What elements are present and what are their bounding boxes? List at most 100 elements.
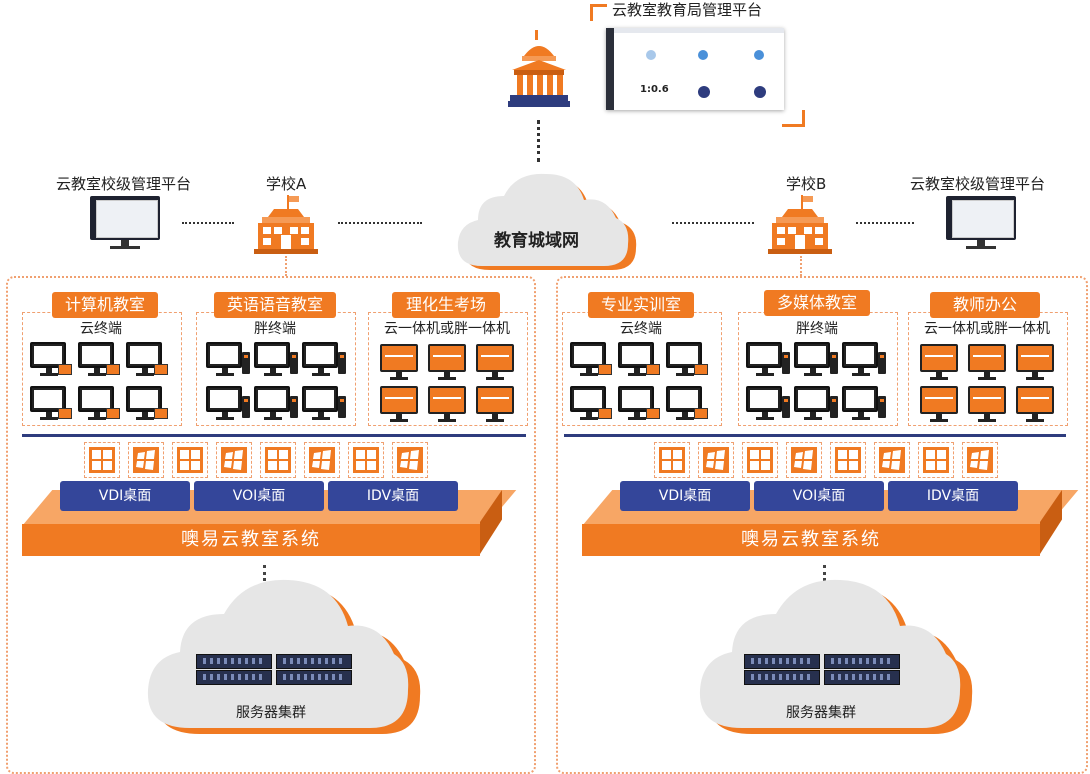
windows-logo-icon bbox=[654, 442, 690, 478]
all-in-one-pc-icon bbox=[476, 344, 514, 380]
windows-logo-icon bbox=[172, 442, 208, 478]
dashboard-pie-chart-icon bbox=[698, 86, 710, 98]
school-b-server-label: 服务器集群 bbox=[786, 705, 856, 721]
bureau-dashboard-screenshot[interactable]: 1:0.6 bbox=[606, 28, 784, 110]
pc-tower-icon bbox=[830, 352, 838, 374]
thin-client-box-icon bbox=[694, 408, 708, 419]
monitor-icon bbox=[570, 342, 606, 376]
school-platform-b-monitor-icon[interactable] bbox=[946, 196, 1016, 250]
school-a-vm-tiles bbox=[84, 442, 428, 482]
thin-client-box-icon bbox=[106, 364, 120, 375]
server-unit-icon bbox=[276, 654, 352, 669]
thin-client-box-icon bbox=[58, 364, 72, 375]
dashboard-ratio: 1:0.6 bbox=[640, 84, 669, 95]
all-in-one-pc-icon bbox=[476, 386, 514, 422]
link-school-b-to-platform-b bbox=[856, 222, 914, 224]
pc-tower-icon bbox=[290, 396, 298, 418]
windows-logo-icon bbox=[874, 442, 910, 478]
windows-logo-icon bbox=[128, 442, 164, 478]
all-in-one-pc-icon bbox=[968, 386, 1006, 422]
room-computer-lab-title: 计算机教室 bbox=[52, 292, 158, 318]
room-science-exam-title: 理化生考场 bbox=[392, 292, 500, 318]
monitor-icon bbox=[666, 386, 702, 420]
windows-logo-icon bbox=[348, 442, 384, 478]
room-english-lab-title: 英语语音教室 bbox=[214, 292, 336, 318]
school-a-voi-desktop[interactable]: VOI桌面 bbox=[194, 481, 324, 511]
monitor-icon bbox=[254, 386, 290, 420]
monitor-icon bbox=[126, 386, 162, 420]
pc-tower-icon bbox=[242, 352, 250, 374]
monitor-icon bbox=[78, 386, 114, 420]
windows-logo-icon bbox=[830, 442, 866, 478]
server-unit-icon bbox=[824, 654, 900, 669]
thin-client-box-icon bbox=[646, 364, 660, 375]
room-teacher-office-device: 云一体机或胖一体机 bbox=[924, 321, 1050, 337]
school-b-voi-desktop[interactable]: VOI桌面 bbox=[754, 481, 884, 511]
link-school-a-to-network bbox=[338, 222, 422, 224]
metro-network-cloud-icon bbox=[452, 170, 640, 276]
all-in-one-pc-icon bbox=[1016, 344, 1054, 380]
monitor-icon bbox=[842, 342, 878, 376]
room-vocational-lab-device: 云终端 bbox=[620, 321, 662, 337]
thin-client-box-icon bbox=[646, 408, 660, 419]
monitor-icon bbox=[794, 342, 830, 376]
room-computer-lab-device: 云终端 bbox=[80, 321, 122, 337]
windows-logo-icon bbox=[962, 442, 998, 478]
school-platform-b-label: 云教室校级管理平台 bbox=[910, 175, 1046, 193]
all-in-one-pc-icon bbox=[920, 386, 958, 422]
link-school-b-down bbox=[800, 256, 802, 276]
monitor-icon bbox=[618, 386, 654, 420]
dashboard-pie-chart-icon bbox=[754, 50, 764, 60]
monitor-icon bbox=[254, 342, 290, 376]
link-network-to-school-b bbox=[672, 222, 754, 224]
school-b-vm-tiles bbox=[654, 442, 998, 482]
monitor-icon bbox=[302, 342, 338, 376]
monitor-icon bbox=[30, 342, 66, 376]
school-b-building-icon bbox=[768, 195, 832, 255]
thin-client-box-icon bbox=[694, 364, 708, 375]
windows-logo-icon bbox=[392, 442, 428, 478]
monitor-icon bbox=[618, 342, 654, 376]
pc-tower-icon bbox=[878, 352, 886, 374]
school-b-container bbox=[556, 276, 1088, 774]
link-platform-a-to-school-a bbox=[182, 222, 234, 224]
school-b-vdi-desktop[interactable]: VDI桌面 bbox=[620, 481, 750, 511]
pc-tower-icon bbox=[830, 396, 838, 418]
room-vocational-lab-title: 专业实训室 bbox=[588, 292, 694, 318]
school-a-idv-desktop[interactable]: IDV桌面 bbox=[328, 481, 458, 511]
monitor-icon bbox=[30, 386, 66, 420]
windows-logo-icon bbox=[260, 442, 296, 478]
pc-tower-icon bbox=[782, 396, 790, 418]
server-unit-icon bbox=[824, 670, 900, 685]
school-a-divider bbox=[22, 434, 526, 437]
windows-logo-icon bbox=[918, 442, 954, 478]
school-a-label: 学校A bbox=[266, 175, 307, 193]
thin-client-box-icon bbox=[598, 408, 612, 419]
windows-logo-icon bbox=[84, 442, 120, 478]
server-unit-icon bbox=[196, 654, 272, 669]
school-a-system-label: 噢易云教室系统 bbox=[22, 524, 480, 556]
pc-tower-icon bbox=[782, 352, 790, 374]
link-school-a-down bbox=[285, 256, 287, 276]
monitor-icon bbox=[206, 342, 242, 376]
school-b-label: 学校B bbox=[786, 175, 827, 193]
monitor-icon bbox=[746, 342, 782, 376]
school-a-vdi-desktop[interactable]: VDI桌面 bbox=[60, 481, 190, 511]
pc-tower-icon bbox=[878, 396, 886, 418]
school-b-idv-desktop[interactable]: IDV桌面 bbox=[888, 481, 1018, 511]
school-platform-a-monitor-icon[interactable] bbox=[90, 196, 160, 250]
school-platform-a-label: 云教室校级管理平台 bbox=[56, 175, 192, 193]
monitor-icon bbox=[302, 386, 338, 420]
thin-client-box-icon bbox=[106, 408, 120, 419]
dashboard-pie-chart-icon bbox=[698, 50, 708, 60]
dashboard-pie-chart-icon bbox=[646, 50, 656, 60]
server-unit-icon bbox=[196, 670, 272, 685]
thin-client-box-icon bbox=[154, 408, 168, 419]
server-unit-icon bbox=[744, 654, 820, 669]
monitor-icon bbox=[206, 386, 242, 420]
room-multimedia-device: 胖终端 bbox=[796, 321, 838, 337]
all-in-one-pc-icon bbox=[968, 344, 1006, 380]
all-in-one-pc-icon bbox=[428, 386, 466, 422]
windows-logo-icon bbox=[304, 442, 340, 478]
thin-client-box-icon bbox=[58, 408, 72, 419]
